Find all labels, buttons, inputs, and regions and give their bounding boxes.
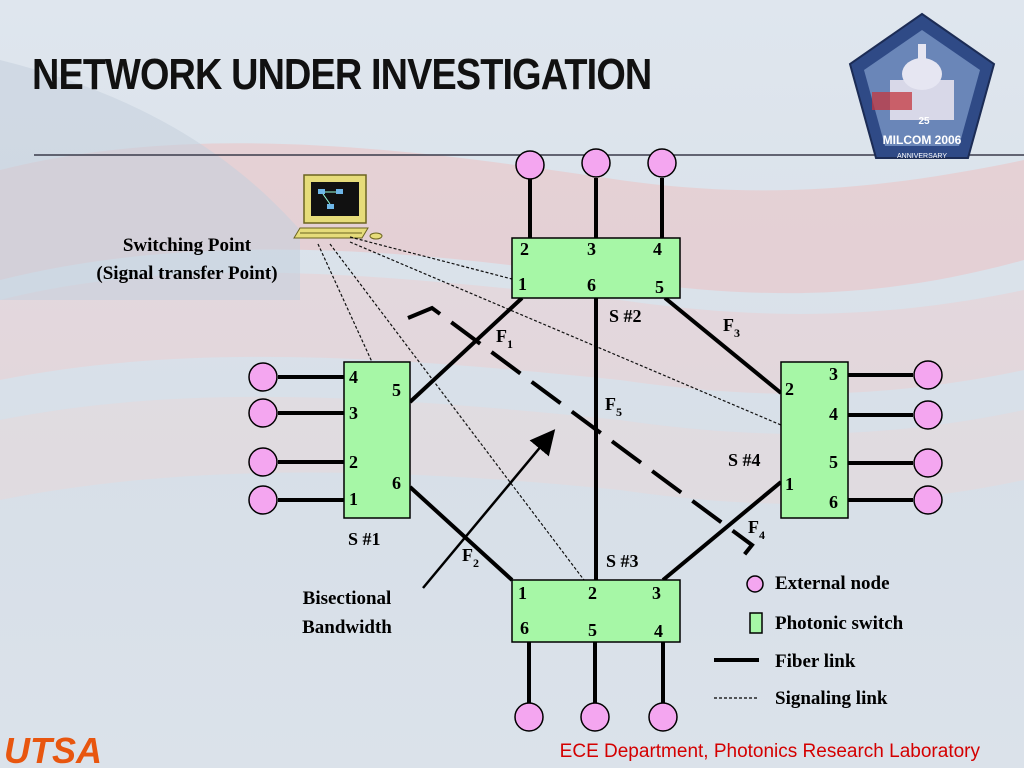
external-node bbox=[248, 485, 278, 515]
fiber-label-f4: F4 bbox=[748, 517, 765, 542]
port-label: 1 bbox=[518, 274, 527, 294]
external-node bbox=[647, 148, 677, 178]
milcom-badge: MILCOM 2006 ANNIVERSARY 25 bbox=[848, 12, 996, 160]
external-node bbox=[913, 485, 943, 515]
external-node bbox=[913, 448, 943, 478]
signaling-link-s3 bbox=[329, 243, 585, 581]
legend-fiber-link: Fiber link bbox=[775, 651, 856, 672]
port-label: 4 bbox=[349, 367, 358, 387]
port-label: 4 bbox=[829, 404, 838, 424]
signaling-link-s4 bbox=[349, 241, 782, 426]
legend-signaling-link: Signaling link bbox=[775, 688, 888, 709]
port-label: 1 bbox=[785, 474, 794, 494]
fiber-f2 bbox=[408, 485, 514, 582]
fiber-label-f1: F1 bbox=[496, 326, 513, 351]
fiber-label-f5: F5 bbox=[605, 394, 622, 419]
fiber-f1 bbox=[408, 296, 524, 404]
external-node bbox=[514, 702, 544, 732]
legend-photonic-switch: Photonic switch bbox=[775, 613, 904, 634]
external-node bbox=[648, 702, 678, 732]
badge-text: MILCOM 2006 bbox=[883, 133, 962, 147]
bisection-arrow bbox=[422, 429, 556, 589]
port-label: 2 bbox=[349, 452, 358, 472]
legend-switch-icon bbox=[749, 612, 763, 634]
port-label: 3 bbox=[349, 403, 358, 423]
switch-name: S #4 bbox=[728, 450, 761, 470]
port-label: 4 bbox=[654, 621, 663, 641]
switch-s3: 1 2 3 6 5 4 S #3 bbox=[511, 551, 681, 643]
switch-name: S #1 bbox=[348, 529, 381, 549]
external-node bbox=[248, 398, 278, 428]
external-node bbox=[913, 400, 943, 430]
bandwidth-label: Bandwidth bbox=[302, 617, 392, 638]
switch-name: S #2 bbox=[609, 306, 642, 326]
switch-s1: 4 5 3 2 6 1 S #1 bbox=[343, 361, 411, 549]
port-label: 1 bbox=[518, 583, 527, 603]
port-label: 5 bbox=[655, 277, 664, 297]
port-label: 3 bbox=[829, 364, 838, 384]
signaling-links bbox=[317, 236, 782, 581]
port-label: 3 bbox=[587, 239, 596, 259]
port-label: 5 bbox=[588, 620, 597, 640]
port-label: 6 bbox=[829, 492, 838, 512]
external-nodes bbox=[248, 148, 943, 732]
external-node-links bbox=[278, 178, 913, 703]
switch-s2: 2 3 4 1 6 5 S #2 bbox=[511, 237, 681, 326]
legend-node-icon bbox=[746, 575, 764, 593]
fiber-f3 bbox=[663, 296, 783, 395]
legend: External node Photonic switch Fiber link… bbox=[714, 573, 904, 709]
utsa-logo: UTSA bbox=[4, 733, 102, 767]
port-label: 2 bbox=[785, 379, 794, 399]
fiber-label-f2: F2 bbox=[462, 545, 479, 570]
footer-text: ECE Department, Photonics Research Labor… bbox=[559, 741, 980, 762]
port-label: 5 bbox=[829, 452, 838, 472]
port-label: 6 bbox=[520, 618, 529, 638]
external-node bbox=[515, 150, 545, 180]
computer-icon bbox=[293, 174, 383, 240]
port-label: 6 bbox=[587, 275, 596, 295]
switching-point-sublabel: (Signal transfer Point) bbox=[96, 263, 277, 284]
fiber-links bbox=[408, 296, 783, 582]
external-node bbox=[248, 362, 278, 392]
badge-number: 25 bbox=[918, 116, 930, 127]
utsa-logo-text: UTSA bbox=[4, 733, 102, 767]
badge-subtext: ANNIVERSARY bbox=[897, 153, 947, 160]
external-node bbox=[248, 447, 278, 477]
switch-s4: 3 2 4 5 1 6 S #4 bbox=[728, 361, 849, 519]
fiber-f4 bbox=[661, 480, 783, 582]
port-label: 1 bbox=[349, 489, 358, 509]
bisectional-label: Bisectional bbox=[303, 588, 392, 609]
fiber-labels: F1 F2 F3 F4 F5 bbox=[462, 315, 765, 570]
port-label: 2 bbox=[520, 239, 529, 259]
port-label: 6 bbox=[392, 473, 401, 493]
external-node bbox=[580, 702, 610, 732]
port-label: 5 bbox=[392, 380, 401, 400]
legend-external-node: External node bbox=[775, 573, 890, 594]
bisection-cut-line bbox=[407, 305, 755, 562]
switching-point-label: Switching Point bbox=[123, 235, 252, 256]
external-node bbox=[913, 360, 943, 390]
signaling-link-s1 bbox=[317, 243, 373, 363]
port-label: 3 bbox=[652, 583, 661, 603]
signaling-link-s2 bbox=[349, 236, 513, 280]
switch-name: S #3 bbox=[606, 551, 639, 571]
port-label: 4 bbox=[653, 239, 662, 259]
fiber-label-f3: F3 bbox=[723, 315, 740, 340]
external-node bbox=[581, 148, 611, 178]
port-label: 2 bbox=[588, 583, 597, 603]
page-title: NETWORK UNDER INVESTIGATION bbox=[32, 50, 652, 99]
